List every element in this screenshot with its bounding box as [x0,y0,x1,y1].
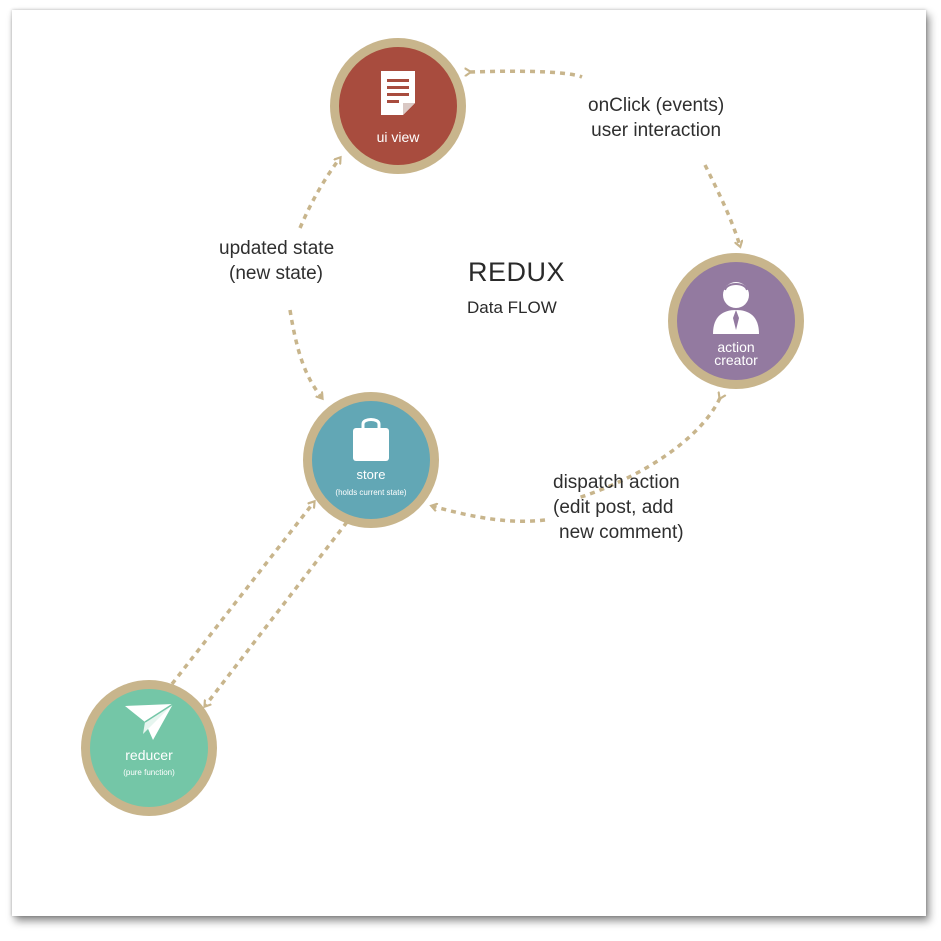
arrow-dispatch-to-store [432,506,546,523]
dispatch-caption-line3: new comment) [559,522,684,543]
arrow-updated-to-ui [298,158,340,229]
store-label: store [356,467,386,482]
dispatch-caption: dispatch action (edit post, add new comm… [553,470,684,545]
reducer-node: reducer (pure function) [81,680,217,816]
updated-state-caption-line2: (new state) [229,263,323,284]
ui-view-node: ui view [330,38,466,174]
arrow-ui-to-action-lower [703,164,740,246]
reducer-sublabel: (pure function) [123,768,175,777]
updated-state-caption: updated state (new state) [219,236,334,286]
arrow-ui-to-action [470,71,583,79]
action-creator-label-line2: creator [714,352,758,368]
arrow-store-to-reducer [205,520,349,706]
arrow-action-to-store [577,398,720,500]
events-caption-line1: onClick (events) [588,95,725,116]
store-sublabel: (holds current state) [335,488,407,497]
arrow-reducer-to-store [170,502,314,686]
action-creator-label-line1: action [717,339,755,355]
user-icon [711,278,761,339]
store-node: store (holds current state) [303,392,439,528]
reducer-label: reducer [125,747,173,763]
updated-state-caption-line1: updated state [219,238,335,259]
events-caption-line2: user interaction [591,120,722,141]
paper-plane-icon [123,702,175,747]
dispatch-caption-line1: dispatch action [553,472,680,493]
document-icon [379,69,417,122]
diagram-title: REDUX [468,257,566,287]
events-caption: onClick (events) user interaction [588,93,724,143]
dispatch-caption-line2: (edit post, add [553,497,674,518]
shopping-bag-icon [351,415,391,468]
action-creator-label: action creator [677,339,795,368]
diagram-subtitle: Data FLOW [467,298,557,317]
arrow-store-to-ui [288,309,322,398]
action-creator-node: action creator [668,253,804,389]
ui-view-label: ui view [376,129,420,145]
